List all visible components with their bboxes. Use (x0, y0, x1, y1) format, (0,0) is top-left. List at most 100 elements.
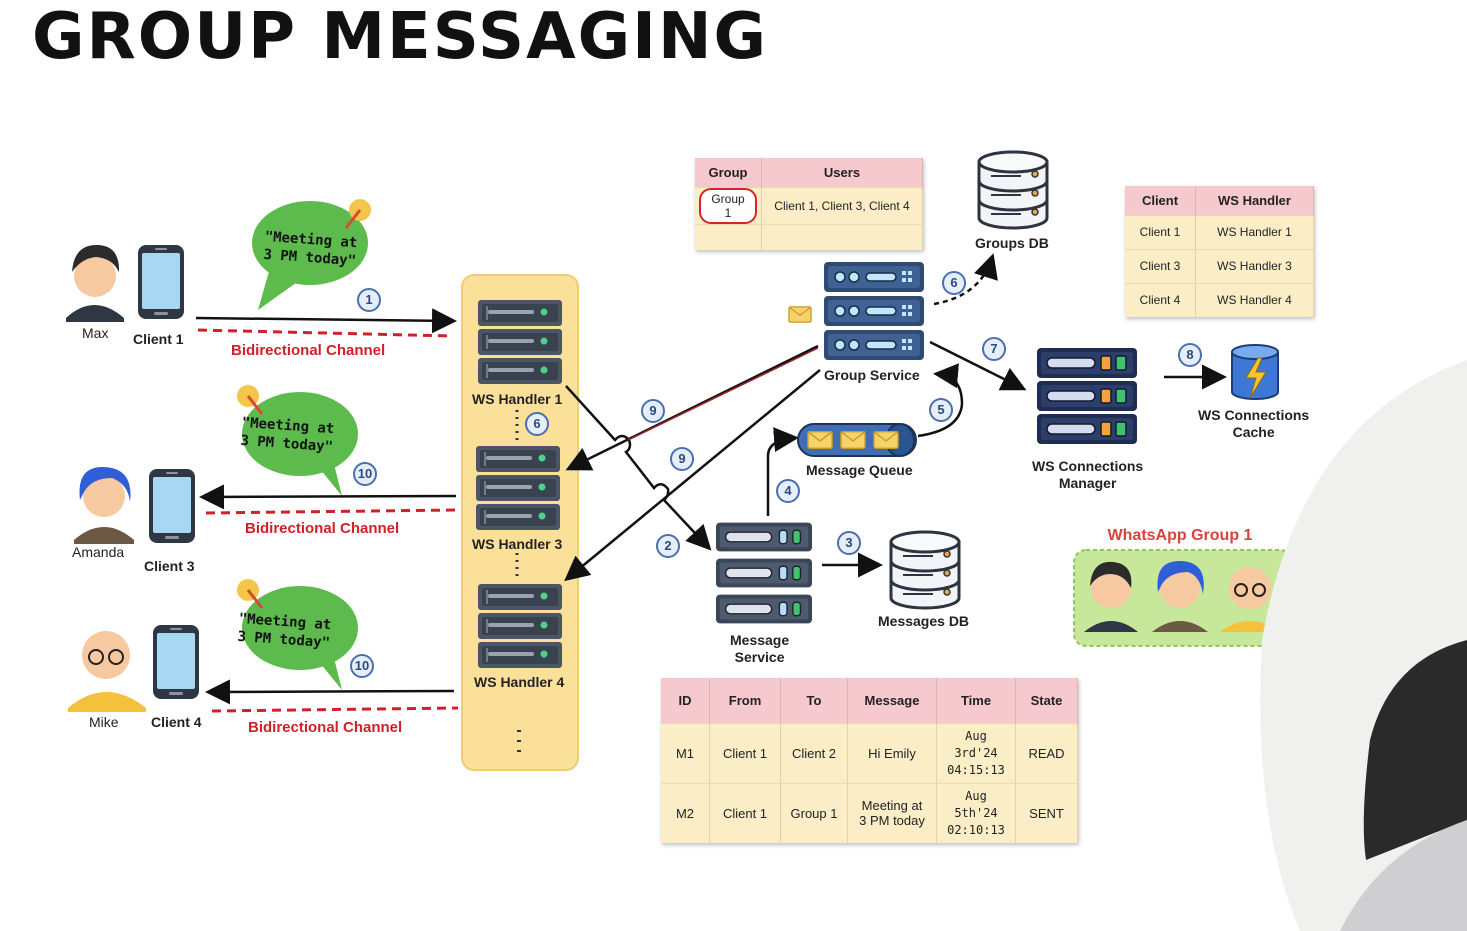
arrow-9-red-accent (627, 347, 819, 441)
ws-cache-label: WS Connections Cache (1198, 407, 1309, 441)
amanda-avatar (74, 466, 134, 544)
client-3-phone (149, 469, 195, 543)
messages-table-header-time: Time (936, 678, 1016, 723)
group-users-table: Group Users Group 1 Client 1, Client 3, … (695, 158, 923, 250)
arrow-group-service-to-handler3 (565, 344, 819, 471)
step-9-badge-2: 9 (670, 447, 694, 471)
msg-cell-from: Client 1 (709, 722, 781, 783)
channel-dash-3 (211, 706, 459, 713)
mike-avatar (68, 631, 146, 712)
group-table-cell-group: Group 1 (695, 186, 762, 224)
arrow-client1-to-handler (195, 308, 457, 334)
messages-db-label: Messages DB (878, 613, 970, 629)
ws-manager-label-line1: WS Connections (1032, 458, 1144, 474)
bubble-text-3: "Meeting at 3 PM today" (237, 610, 332, 652)
mail-icon (788, 306, 812, 323)
step-2-badge: 2 (656, 534, 680, 558)
step-6-badge-handler: 6 (525, 412, 549, 436)
max-avatar (66, 244, 124, 322)
client-4-phone (153, 625, 199, 699)
time-line2: 5th'24 (954, 805, 998, 820)
messages-table-header-message: Message (847, 678, 937, 723)
arrow-group-service-to-handler4 (564, 369, 821, 582)
arrow-handler-to-client3 (199, 484, 457, 510)
ws-table-cell: Client 1 (1125, 214, 1196, 249)
whatsapp-group-title: WhatsApp Group 1 (1107, 527, 1253, 544)
msg-cell-message: Hi Emily (847, 722, 937, 783)
arrow-group-service-to-groups-db (933, 253, 998, 306)
ws-table-header-client: Client (1125, 186, 1196, 215)
step-7-badge: 7 (982, 337, 1006, 361)
presenter-chair (1363, 640, 1467, 860)
message-queue (797, 423, 917, 457)
table-row: Client 3 WS Handler 3 (1125, 248, 1314, 283)
time-line3: 02:10:13 (947, 822, 1005, 837)
msg-cell-to: Client 2 (780, 722, 848, 783)
channel-dash-2 (205, 508, 457, 515)
ws-table-cell: Client 4 (1125, 282, 1196, 317)
table-row: M2 Client 1 Group 1 Meeting at 3 PM toda… (661, 782, 1078, 843)
time-line1: Aug (965, 788, 987, 803)
messages-table-header-to: To (780, 678, 848, 723)
table-row: Client 4 WS Handler 4 (1125, 282, 1314, 317)
step-10-badge-2: 10 (350, 654, 374, 678)
time-line2: 3rd'24 (954, 745, 998, 760)
bubble-text-2: "Meeting at 3 PM today" (240, 414, 335, 456)
ws-handler-1-server (478, 300, 562, 384)
ws-handler-4-label: WS Handler 4 (474, 674, 565, 690)
client-4-label: Client 4 (151, 714, 202, 730)
ws-connections-manager-server (1036, 348, 1138, 444)
person-label-mike: Mike (89, 714, 119, 730)
bidirectional-channel-label-2: Bidirectional Channel (245, 520, 400, 537)
step-9-badge-1: 9 (641, 399, 665, 423)
time-line3: 04:15:13 (947, 762, 1005, 777)
ws-handler-1-label: WS Handler 1 (472, 391, 563, 407)
step-10-badge-1: 10 (353, 462, 377, 486)
channel-dash-1 (197, 328, 453, 338)
msg-cell-id: M2 (661, 782, 710, 843)
msg-line1: Hi Emily (868, 745, 916, 761)
step-4-badge: 4 (776, 479, 800, 503)
ws-table-header-handler: WS Handler (1195, 186, 1314, 215)
bidirectional-channel-label-1: Bidirectional Channel (231, 342, 386, 359)
ws-manager-label: WS Connections Manager (1032, 458, 1143, 492)
table-row-empty (695, 223, 923, 250)
groups-db-label: Groups DB (975, 235, 1049, 251)
client-1-label: Client 1 (133, 331, 184, 347)
person-label-max: Max (82, 325, 109, 341)
message-service-server (716, 522, 812, 624)
bidirectional-channel-label-3: Bidirectional Channel (248, 719, 403, 736)
msg-cell-state: SENT (1015, 782, 1078, 843)
messages-table: ID From To Message Time State M1 Client … (661, 678, 1078, 843)
msg-cell-from: Client 1 (709, 782, 781, 843)
ws-manager-label-line2: Manager (1058, 475, 1117, 491)
msg-cell-time: Aug 3rd'24 04:15:13 (936, 722, 1016, 783)
ws-cache-label-line2: Cache (1232, 424, 1275, 440)
ws-table-cell: WS Handler 3 (1195, 248, 1314, 283)
ws-table-cell: Client 3 (1125, 248, 1196, 283)
msg-cell-to: Group 1 (780, 782, 848, 843)
message-service-label: Message Service (730, 632, 789, 666)
empty-cell (761, 223, 923, 250)
group-table-header-group: Group (695, 158, 762, 187)
step-6-badge-db: 6 (942, 271, 966, 295)
msg-cell-time: Aug 5th'24 02:10:13 (936, 782, 1016, 843)
whatsapp-group-box (1073, 549, 1293, 647)
table-row: Group 1 Client 1, Client 3, Client 4 (695, 186, 923, 224)
client-1-phone (138, 245, 184, 319)
arrow-handler-to-client4 (205, 679, 455, 705)
empty-cell (695, 223, 762, 250)
step-8-badge: 8 (1178, 343, 1202, 367)
msg-cell-id: M1 (661, 722, 710, 783)
arrow-message-service-to-queue (766, 427, 799, 516)
ws-table-cell: WS Handler 4 (1195, 282, 1314, 317)
page-title: GROUP MESSAGING (31, 0, 769, 74)
messages-table-header-id: ID (661, 678, 710, 723)
group-table-header-users: Users (761, 158, 923, 187)
step-3-badge: 3 (837, 531, 861, 555)
messages-db-icon (889, 530, 961, 610)
arrow-handler1-to-message-service (565, 385, 712, 551)
step-5-badge: 5 (929, 398, 953, 422)
groups-db-icon (977, 150, 1049, 230)
msg-cell-message: Meeting at 3 PM today (847, 782, 937, 843)
